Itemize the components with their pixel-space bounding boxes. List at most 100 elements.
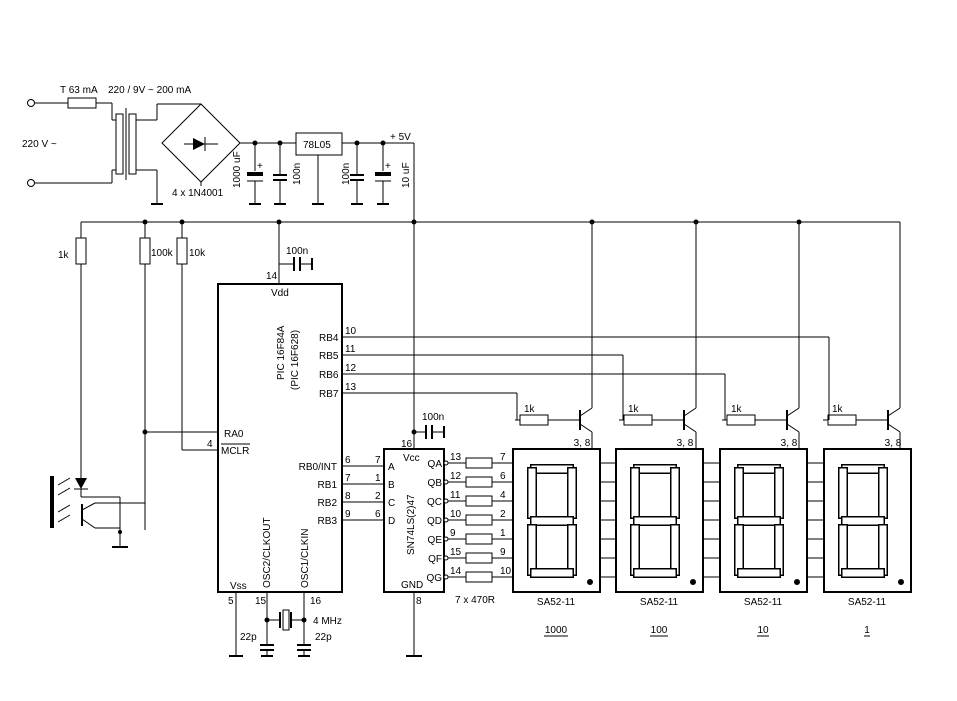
reflector-surface — [50, 476, 54, 528]
transistor-collector — [887, 423, 901, 433]
decimal-point — [898, 579, 904, 585]
segment-hollow — [634, 465, 676, 473]
r1-label: 1k — [58, 250, 70, 261]
decoder-output-label: QG — [426, 573, 442, 584]
segment-hollow — [839, 468, 847, 518]
resistor-470r — [465, 533, 493, 545]
pic-pin-num-12: 12 — [345, 363, 357, 374]
plus-sign: + — [257, 161, 263, 172]
r2-label: 100k — [151, 248, 174, 259]
pic-decoupling-label: 100n — [286, 246, 308, 257]
pic-pin-rb2: RB2 — [318, 498, 338, 509]
base-resistor-label: 1k — [524, 404, 536, 415]
mains-label: 220 V ~ — [22, 139, 57, 150]
resistor-100k — [139, 237, 151, 265]
inverter-bubble — [443, 498, 449, 504]
vss-label: Vss — [230, 581, 247, 592]
display-body — [615, 448, 704, 593]
transistor-emitter — [887, 407, 901, 417]
inverter-bubble — [443, 555, 449, 561]
inverter-bubble — [443, 479, 449, 485]
segment-bus — [600, 462, 824, 578]
bcd-decoder: 100n 16 Vcc GND 8 SN74LS(2)47 7 x 470R — [383, 222, 495, 657]
segment-hollow — [531, 465, 573, 473]
display-body — [512, 448, 601, 593]
decoder-output-pin: 13 — [450, 452, 462, 463]
inverter-bubble — [443, 574, 449, 580]
decoder-output-label: QB — [428, 478, 443, 489]
decoder-output-pin: 15 — [450, 547, 462, 558]
transistor-collector — [786, 423, 800, 433]
c4-label: 10 uF — [401, 162, 412, 188]
osc1-label: OSC1/CLKIN — [300, 529, 311, 588]
fuse — [67, 97, 97, 109]
resistor-470r — [465, 476, 493, 488]
pic-pin-num-6: 6 — [345, 455, 351, 466]
decoder-output-pin: 12 — [450, 471, 462, 482]
decimal-point — [690, 579, 696, 585]
resistor-470r — [465, 571, 493, 583]
segment-hollow — [842, 465, 884, 473]
pic-pin-rb6: RB6 — [319, 370, 339, 381]
pic-pin-rb3: RB3 — [318, 516, 338, 527]
segment-hollow — [634, 569, 676, 577]
common-anode-pins: 3, 8 — [677, 438, 694, 449]
decimal-point — [794, 579, 800, 585]
pic-body — [217, 283, 343, 593]
segment-hollow — [528, 525, 536, 575]
display-weight: 1 — [864, 625, 870, 636]
transistor-emitter — [683, 407, 697, 417]
segment-hollow — [839, 525, 847, 575]
inverter-bubble — [443, 536, 449, 542]
base-resistor — [519, 414, 549, 426]
segment-hollow — [528, 468, 536, 518]
pic-pin-num-11: 11 — [345, 344, 356, 355]
inverter-bubble — [443, 460, 449, 466]
common-anode-pins: 3, 8 — [885, 438, 902, 449]
segment-pin: 9 — [500, 547, 506, 558]
common-anode-pins: 3, 8 — [781, 438, 798, 449]
mclr-pin: 4 — [207, 439, 213, 450]
decoder-input-label: A — [388, 462, 395, 473]
segment-pin: 1 — [500, 528, 506, 539]
regulator-label: 78L05 — [303, 140, 331, 151]
segment-hollow — [671, 468, 679, 518]
crystal — [282, 609, 290, 631]
decoder-vcc-pin: 16 — [401, 439, 413, 450]
bridge-label: 4 x 1N4001 — [172, 188, 224, 199]
base-resistor-label: 1k — [832, 404, 844, 415]
fuse-label: T 63 mA — [60, 85, 98, 96]
segment-hollow — [568, 525, 576, 575]
decoder-decoupling-label: 100n — [422, 412, 444, 423]
display-weight: 100 — [651, 625, 668, 636]
transistor-collector — [683, 423, 697, 433]
base-resistor-label: 1k — [731, 404, 743, 415]
resistor-1k — [75, 237, 87, 265]
decoder-output-label: QC — [427, 497, 442, 508]
voltage-regulator — [295, 132, 343, 156]
transistor-emitter — [786, 407, 800, 417]
input-section: 1k 100k 10k — [50, 222, 218, 548]
decimal-point — [587, 579, 593, 585]
resistor-470r — [465, 514, 493, 526]
pic-name: PIC 16F84A — [276, 325, 287, 380]
pic-pin-rb0-int: RB0/INT — [299, 462, 337, 473]
pic-pin-num-9: 9 — [345, 509, 351, 520]
pic-pin-rb5: RB5 — [319, 351, 339, 362]
pic-pin-rb1: RB1 — [318, 480, 338, 491]
segment-hollow — [879, 525, 887, 575]
segment-hollow — [531, 517, 573, 525]
decoder-input-pin: 2 — [375, 491, 381, 502]
segment-hollow — [735, 525, 743, 575]
segment-hollow — [631, 525, 639, 575]
c1-label: 1000 uF — [232, 151, 243, 188]
ra0-label: RA0 — [224, 429, 244, 440]
vout-label: + 5V — [390, 132, 411, 143]
resistor-470r — [465, 552, 493, 564]
